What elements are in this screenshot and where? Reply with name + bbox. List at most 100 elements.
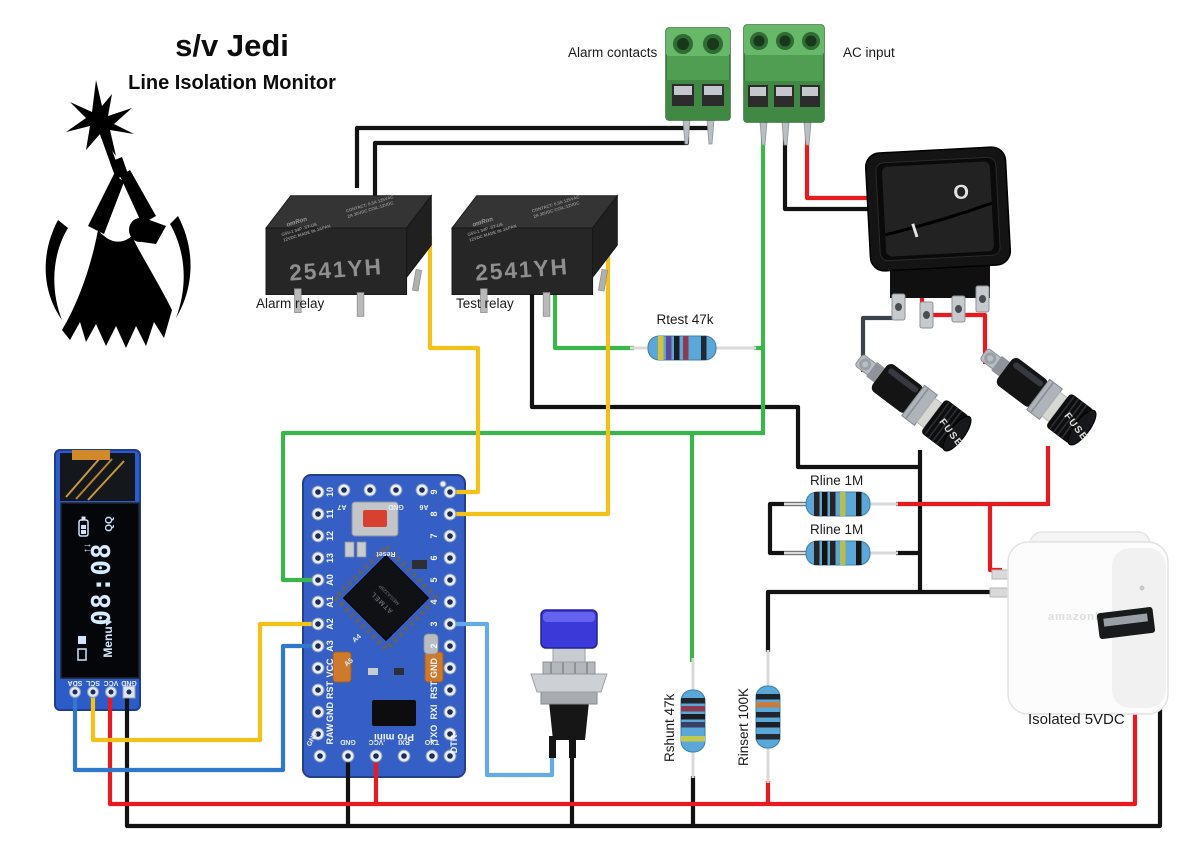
oled-chars: QQ: [104, 516, 115, 532]
alarm-relay-label: Alarm relay: [256, 296, 325, 311]
rline-resistor-1: [784, 491, 898, 517]
rinsert-resistor: [755, 650, 781, 783]
pin-label-9: 9: [429, 489, 439, 494]
rline-top-label: Rline 1M: [810, 473, 863, 488]
arduino-pin-holes: [311, 480, 457, 763]
oled-pin-scl: SCL: [85, 679, 100, 686]
starburst-icon: [66, 80, 134, 156]
pin-label-2: 2: [429, 643, 439, 648]
oled-screen-content: 08:08 Menu ↑↓ QQ: [77, 516, 117, 661]
wire-test-relay-to-rtest: [552, 294, 634, 351]
pin-label-5: 5: [429, 577, 439, 582]
power-adapter: amazonbasics: [989, 531, 1169, 715]
oled-status-icon-2: [78, 636, 86, 644]
rline-bottom-label: Rline 1M: [810, 522, 863, 537]
wire-rline-bracket: [767, 501, 806, 556]
oled-time: 08:08: [87, 542, 117, 625]
pin-label-a1: A1: [325, 596, 335, 608]
sync-arrows-icon: ↑↓: [82, 543, 93, 553]
alarm-contacts-terminal: [665, 27, 731, 145]
figure-left-arm: [88, 174, 124, 234]
pin-label-7: 7: [429, 533, 439, 538]
pin-label-gnd-left: GND: [325, 702, 335, 723]
oled-pin-sda: SDA: [68, 679, 83, 686]
wire-live-to-adapter-prong: [987, 504, 1002, 573]
arduino-right-pin-labels: 9 8 7 6 5 4 3 2 GND RST RXI TXO: [429, 489, 439, 743]
label-a4: A4: [351, 633, 362, 644]
wire-ac-live-to-switch: [804, 122, 872, 201]
wire-green-bus-to-a0: [280, 430, 763, 583]
rocker-switch: O I: [864, 146, 1012, 329]
crest-wing-right: [170, 216, 191, 318]
rline-resistor-2: [782, 539, 900, 567]
crest-wing-left: [45, 220, 68, 320]
mcu-chip: ATMEL MEGA328P: [330, 542, 442, 654]
alarm-contacts-label: Alarm contacts: [568, 45, 658, 60]
rshunt-label: Rshunt 47k: [662, 693, 677, 762]
pin-label-ftdi-txo: TXO: [424, 738, 439, 745]
test-relay-label: Test relay: [456, 296, 514, 311]
saber-hilt: [110, 157, 128, 179]
pin-label-ftdi-vcc: VCC: [369, 738, 384, 745]
wire-alarm-contact-1: [372, 118, 690, 208]
usb-port: [1096, 607, 1156, 639]
pin-label-rst-right: RST: [429, 680, 439, 699]
ac-input-label: AC input: [843, 45, 895, 60]
label-a5: A5: [343, 657, 354, 668]
ac-input-terminal: [743, 24, 825, 146]
pin-label-11: 11: [325, 509, 335, 519]
label-reset: Reset: [376, 550, 396, 557]
pin-label-a0: A0: [325, 574, 335, 586]
oled-pin-gnd: GND: [121, 679, 137, 686]
switch-terminals: [891, 285, 990, 329]
page-subtitle: Line Isolation Monitor: [128, 72, 336, 94]
oled-module: 08:08 Menu ↑↓ QQ SDA SCL VCC GND: [60, 450, 140, 699]
wire-5v-bus: [107, 692, 1138, 807]
wire-oled-scl: [90, 621, 314, 743]
pin-label-a3: A3: [325, 640, 335, 652]
pin-label-txo: TXO: [429, 725, 439, 744]
label-a6: A6: [419, 503, 428, 510]
oled-pin-vcc: VCC: [104, 679, 119, 686]
pin-label-ftdi-rxi: RXI: [398, 738, 410, 745]
pin-label-13: 13: [325, 553, 335, 563]
wire-rinsert-to-adapter: [765, 589, 1000, 652]
battery-icon: [78, 516, 89, 537]
menu-caret-icon: [106, 618, 112, 626]
wire-test-relay-black: [529, 294, 920, 470]
arduino-silkscreen: A7 GND A6 A4 A5 Reset Pro mini: [337, 503, 428, 742]
figure-hood: [142, 218, 166, 244]
pin-label-3: 3: [429, 621, 439, 626]
pin-label-rxi: RXI: [429, 704, 439, 719]
oled-menu: Menu: [101, 626, 115, 657]
pin-label-gnd-right: GND: [429, 658, 439, 679]
label-a7: A7: [337, 503, 346, 510]
label-gnd-top: GND: [388, 503, 404, 510]
page-title: s/v Jedi: [175, 28, 289, 63]
pin-label-4: 4: [429, 599, 439, 604]
wire-ground-bus: [124, 692, 1163, 829]
pin-label-6: 6: [429, 555, 439, 560]
pin-label-vcc: VCC: [325, 658, 335, 678]
pin-label-10: 10: [325, 487, 335, 497]
oled-status-icon-1: [77, 648, 87, 661]
figure-cape: [62, 230, 172, 348]
rtest-label: Rtest 47k: [656, 312, 713, 327]
pin-label-12: 12: [325, 531, 335, 541]
wire-oled-sda: [72, 643, 314, 773]
rshunt-resistor: [680, 658, 706, 778]
oled-pins: SDA SCL VCC GND: [68, 679, 137, 699]
arduino-left-pin-labels: 10 11 12 13 A0 A1 A2 A3 VCC RST GND RAW: [325, 487, 335, 745]
switch-off-symbol: O: [953, 181, 970, 204]
rinsert-label: Rinsert 100K: [736, 688, 751, 766]
rtest-resistor: [630, 335, 756, 361]
arduino-board: ATMEL MEGA328P: [306, 480, 459, 763]
push-button: [530, 609, 608, 758]
wire-alarm-contact-2: [354, 118, 713, 188]
pin-label-dtr: DTR: [449, 734, 459, 753]
pin-label-ftdi-gnd: GND: [340, 738, 356, 745]
isolated-5vdc-label: Isolated 5VDC: [1028, 711, 1125, 728]
label-board-name: Pro mini: [374, 731, 414, 742]
jedi-logo: [45, 80, 191, 348]
